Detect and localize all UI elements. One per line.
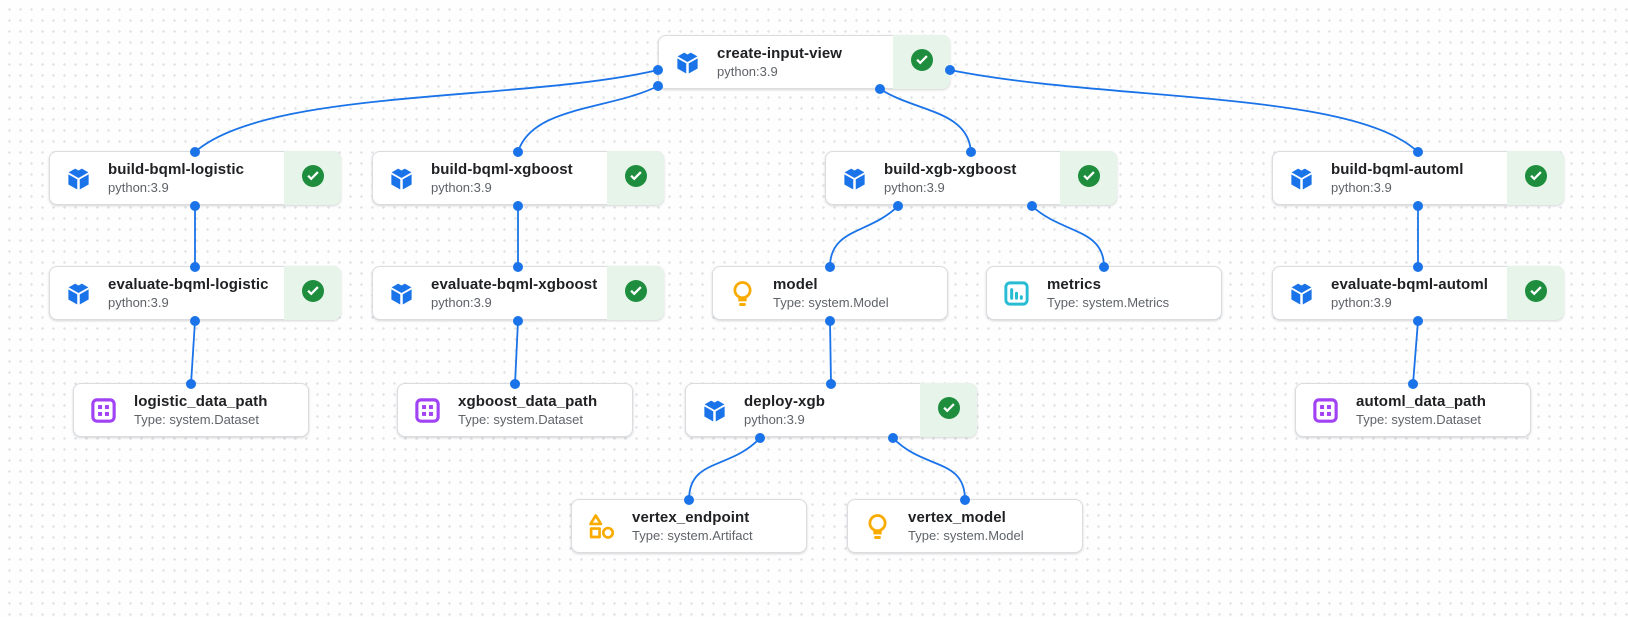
pipeline-node-build-bqml-xgboost[interactable]: build-bqml-xgboost python:3.9 [372,151,664,205]
success-check-icon [624,164,648,193]
node-subtitle: python:3.9 [431,295,492,310]
node-text: deploy-xgb python:3.9 [744,392,825,428]
cube-icon [65,165,92,192]
pipeline-node-build-xgb-xgboost[interactable]: build-xgb-xgboost python:3.9 [825,151,1117,205]
node-title: evaluate-bqml-xgboost [431,276,598,293]
node-title: vertex_endpoint [632,509,750,526]
pipeline-node-build-bqml-automl[interactable]: build-bqml-automl python:3.9 [1272,151,1564,205]
node-subtitle: python:3.9 [884,180,945,195]
cube-icon [841,165,868,192]
node-title: evaluate-bqml-automl [1331,276,1489,293]
success-check-icon [1524,279,1548,308]
node-subtitle: Type: system.Metrics [1047,295,1170,310]
cube-icon [65,280,92,307]
status-badge-succeeded [607,151,664,205]
success-check-icon [301,164,325,193]
pipeline-node-evaluate-bqml-logistic[interactable]: evaluate-bqml-logistic python:3.9 [49,266,341,320]
node-title: build-bqml-xgboost [431,161,573,178]
node-text: build-bqml-xgboost python:3.9 [431,160,573,196]
cube-icon [674,49,701,76]
node-title: evaluate-bqml-logistic [108,276,269,293]
node-title: build-xgb-xgboost [884,161,1017,178]
node-subtitle: Type: system.Dataset [134,412,259,427]
success-check-icon [301,279,325,308]
node-title: build-bqml-automl [1331,161,1464,178]
node-subtitle: python:3.9 [1331,180,1392,195]
node-subtitle: python:3.9 [108,295,169,310]
node-text: build-xgb-xgboost python:3.9 [884,160,1017,196]
node-title: vertex_model [908,509,1006,526]
pipeline-node-create-input-view[interactable]: create-input-view python:3.9 [658,35,950,89]
node-text: create-input-view python:3.9 [717,44,842,80]
status-badge-succeeded [893,35,950,89]
node-subtitle: Type: system.Dataset [458,412,583,427]
node-subtitle: Type: system.Artifact [632,528,753,543]
node-subtitle: python:3.9 [1331,295,1392,310]
cube-icon [1288,280,1315,307]
node-title: deploy-xgb [744,393,826,410]
status-badge-succeeded [1507,266,1564,320]
status-badge-succeeded [607,266,664,320]
pipeline-node-evaluate-bqml-automl[interactable]: evaluate-bqml-automl python:3.9 [1272,266,1564,320]
success-check-icon [624,279,648,308]
status-badge-succeeded [1507,151,1564,205]
pipeline-node-build-bqml-logistic[interactable]: build-bqml-logistic python:3.9 [49,151,341,205]
status-badge-succeeded [1060,151,1117,205]
node-text: build-bqml-automl python:3.9 [1331,160,1464,196]
node-text: build-bqml-logistic python:3.9 [108,160,244,196]
success-check-icon [937,396,961,425]
dataset-icon [89,396,118,425]
node-subtitle: Type: system.Model [773,295,889,310]
cube-icon [701,397,728,424]
node-title: logistic_data_path [134,393,268,410]
cube-icon [388,165,415,192]
node-subtitle: python:3.9 [108,180,169,195]
success-check-icon [1077,164,1101,193]
node-title: metrics [1047,276,1102,293]
metrics-icon [1002,279,1031,308]
success-check-icon [910,48,934,77]
node-title: automl_data_path [1356,393,1486,410]
node-text: evaluate-bqml-logistic python:3.9 [108,275,269,311]
status-badge-succeeded [284,266,341,320]
node-subtitle: Type: system.Model [908,528,1024,543]
node-title: xgboost_data_path [458,393,598,410]
node-subtitle: python:3.9 [717,64,778,79]
model-icon [863,512,892,541]
status-badge-succeeded [920,383,977,437]
dataset-icon [413,396,442,425]
pipeline-node-deploy-xgb[interactable]: deploy-xgb python:3.9 [685,383,977,437]
node-title: create-input-view [717,45,843,62]
node-text: evaluate-bqml-xgboost python:3.9 [431,275,597,311]
dataset-icon [1311,396,1340,425]
node-text: evaluate-bqml-automl python:3.9 [1331,275,1488,311]
node-title: build-bqml-logistic [108,161,245,178]
cube-icon [1288,165,1315,192]
node-subtitle: python:3.9 [744,412,805,427]
node-subtitle: python:3.9 [431,180,492,195]
success-check-icon [1524,164,1548,193]
status-badge-succeeded [284,151,341,205]
model-icon [728,279,757,308]
cube-icon [388,280,415,307]
pipeline-node-evaluate-bqml-xgboost[interactable]: evaluate-bqml-xgboost python:3.9 [372,266,664,320]
artifact-icon [587,512,616,541]
node-title: model [773,276,818,293]
node-subtitle: Type: system.Dataset [1356,412,1481,427]
